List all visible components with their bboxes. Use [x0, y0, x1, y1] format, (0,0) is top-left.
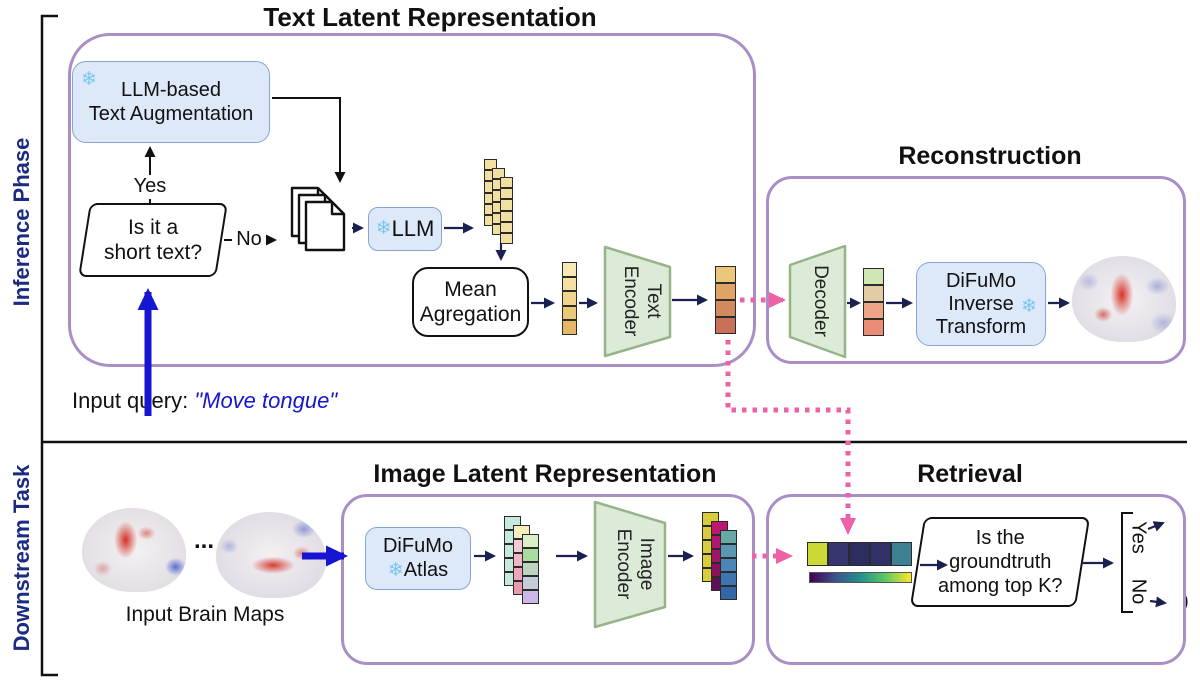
- vector-cell: [715, 266, 736, 283]
- vector-cell: [500, 199, 513, 211]
- vector-cell: [562, 262, 577, 277]
- snowflake-icon: ❄: [375, 218, 392, 239]
- input-brain-map-1: [82, 508, 186, 592]
- decoder-label: Decoder: [810, 265, 831, 337]
- vector-cell: [522, 534, 539, 548]
- image-encoder-label: Image Encoder: [613, 528, 657, 600]
- vector-cell: [500, 188, 513, 200]
- vector-cell: [562, 276, 577, 292]
- vector-cell: [562, 291, 577, 306]
- chunks-embeddings-stack: [484, 159, 530, 255]
- difumo-inverse-transform-box: ❄ DiFuMo Inverse Transform: [916, 262, 1046, 346]
- difumo-stack: [504, 516, 558, 608]
- image-latent-column-front: [720, 530, 737, 600]
- aug-box-line2: Text Augmentation: [88, 103, 254, 125]
- mean-line2: Agregation: [419, 303, 522, 326]
- input-query-value: "Move tongue": [194, 388, 338, 413]
- similarity-vector: [807, 542, 912, 566]
- short-text-decision: Is it a short text?: [78, 203, 228, 277]
- input-query-text: Input query: "Move tongue": [72, 388, 337, 414]
- inverse-line1: DiFuMo: [945, 269, 1016, 292]
- vector-cell: [849, 542, 870, 566]
- vector-cell: [715, 283, 736, 300]
- decision-line1: Is it a: [127, 216, 179, 239]
- mean-line1: Mean: [444, 278, 497, 301]
- embedding-column: [492, 168, 505, 236]
- vector-cell: [863, 302, 884, 319]
- similarity-colorbar: [809, 572, 912, 583]
- title-text-latent-representation: Text Latent Representation: [263, 2, 597, 32]
- llm-text-augmentation-box: ❄ LLM-based Text Augmentation: [72, 61, 270, 143]
- image-latent-stack: [702, 512, 756, 604]
- llm-label: LLM: [391, 216, 435, 241]
- title-retrieval: Retrieval: [917, 460, 1023, 488]
- decision-line2: short text?: [103, 241, 203, 264]
- vector-cell: [863, 285, 884, 302]
- vector-cell: [720, 558, 737, 572]
- snowflake-icon: ❄: [81, 69, 97, 90]
- snowflake-icon: ❄: [1021, 296, 1037, 317]
- input-brain-map-2: [216, 512, 326, 598]
- vector-cell: [720, 530, 737, 544]
- retrieval-yes-label: Yes: [1127, 521, 1150, 554]
- inverse-line2: Inverse: [948, 292, 1014, 315]
- title-image-latent-representation: Image Latent Representation: [373, 460, 717, 488]
- side-label-downstream-task: Downstream Task: [9, 464, 34, 652]
- atlas-line1: DiFuMo: [382, 535, 453, 557]
- vector-cell: [500, 210, 513, 222]
- text-latent-vector: [715, 266, 736, 334]
- vector-cell: [522, 562, 539, 576]
- atlas-line2: ❄Atlas: [387, 559, 449, 581]
- vector-cell: [720, 544, 737, 558]
- vector-cell: [720, 572, 737, 586]
- vector-cell: [720, 586, 737, 600]
- ellipsis-label: ...: [193, 527, 214, 554]
- vector-cell: [828, 542, 849, 566]
- vector-cell: [500, 221, 513, 233]
- inverse-line3: Transform: [935, 315, 1027, 338]
- vector-cell: [522, 576, 539, 590]
- vector-cell: [891, 542, 912, 566]
- llm-box: ❄ LLM: [368, 207, 442, 251]
- difumo-column-front: [522, 534, 539, 604]
- vector-cell: [715, 317, 736, 334]
- chunks-icon: [290, 186, 346, 252]
- vector-cell: [522, 548, 539, 562]
- difumo-atlas-box: DiFuMo ❄Atlas: [365, 527, 471, 590]
- vector-cell: [500, 232, 513, 245]
- vector-cell: [870, 542, 891, 566]
- estimated-difumo-vector: [863, 268, 884, 336]
- aug-box-line1: LLM-based: [120, 79, 222, 101]
- vector-cell: [807, 542, 828, 566]
- vector-cell: [522, 590, 539, 604]
- vector-cell: [484, 159, 497, 171]
- groundtruth-question: Is the groundtruth among top K?: [909, 517, 1091, 607]
- text-encoder-label: Text Encoder: [620, 265, 664, 337]
- vector-cell: [500, 177, 513, 189]
- vector-cell: [863, 319, 884, 336]
- retrieval-no-label: No: [1127, 578, 1150, 605]
- title-reconstruction: Reconstruction: [898, 142, 1082, 170]
- side-bracket: [40, 14, 58, 677]
- no-branch-label: No: [232, 227, 266, 252]
- mean-embedding-vector: [562, 262, 577, 335]
- yes-branch-label: Yes: [133, 175, 167, 197]
- vector-cell: [562, 320, 577, 335]
- vector-cell: [562, 305, 577, 321]
- estimated-brain-map-image: [1072, 256, 1176, 342]
- snowflake-icon: ❄: [387, 560, 404, 581]
- vector-cell: [863, 268, 884, 285]
- vector-cell: [492, 168, 505, 180]
- input-query-prefix: Input query:: [72, 388, 195, 413]
- embedding-column: [484, 159, 497, 227]
- embedding-column: [500, 177, 513, 245]
- vector-cell: [715, 300, 736, 317]
- input-brain-maps-label: Input Brain Maps: [125, 603, 285, 626]
- mean-aggregation-box: Mean Agregation: [412, 267, 529, 337]
